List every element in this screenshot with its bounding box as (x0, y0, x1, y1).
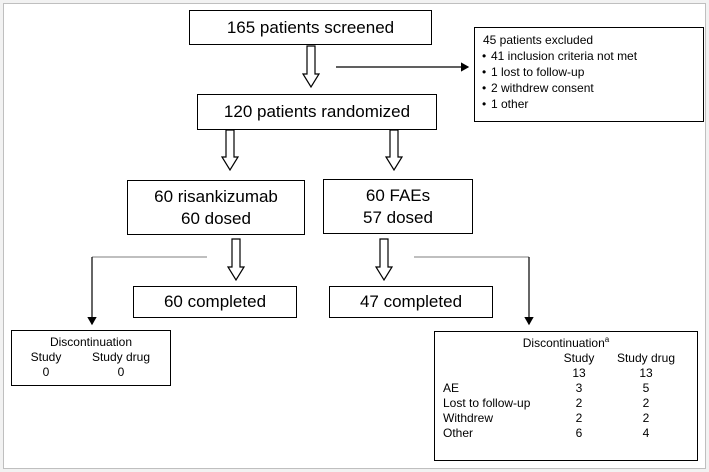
table-row: AE 3 5 (443, 381, 689, 396)
footnote-marker: a (604, 335, 610, 344)
row-study: 2 (575, 396, 583, 410)
row-study: 6 (575, 426, 583, 440)
arm2-name: 60 FAEs (365, 185, 431, 205)
disc-left-drug-value: 0 (117, 365, 125, 379)
arm2-completed-box: 47 completed (329, 286, 493, 318)
table-row: Lost to follow-up 2 2 (443, 396, 689, 411)
randomized-box: 120 patients randomized (197, 94, 437, 130)
excluded-title: 45 patients excluded (483, 33, 594, 47)
block-arrow-right-arm (384, 129, 404, 172)
right-discontinuation-box: Discontinuationa Study Study drug 13 13 … (434, 331, 698, 461)
exclusion-reason: 41 inclusion criteria not met (482, 48, 703, 64)
row-label: AE (443, 381, 460, 395)
excluded-box: 45 patients excluded 41 inclusion criter… (474, 27, 704, 122)
table-row: Withdrew 2 2 (443, 411, 689, 426)
block-arrow-screened (301, 45, 321, 89)
block-arrow-left-complete (226, 238, 246, 282)
arm1-name: 60 risankizumab (154, 186, 278, 206)
row-label: Lost to follow-up (443, 396, 531, 410)
exclusion-reason: 1 other (482, 96, 703, 112)
exclusion-reason: 2 withdrew consent (482, 80, 703, 96)
disc-right-total-study: 13 (572, 366, 586, 380)
screened-box: 165 patients screened (189, 10, 432, 45)
row-study: 3 (575, 381, 583, 395)
arm1-completed-label: 60 completed (163, 292, 267, 311)
risankizumab-arm-box: 60 risankizumab 60 dosed (127, 180, 305, 235)
disc-right-title: Discontinuation (522, 336, 605, 350)
block-arrow-left-arm (220, 129, 240, 172)
randomized-label: 120 patients randomized (223, 102, 411, 121)
screened-label: 165 patients screened (226, 17, 395, 37)
arm1-dosed: 60 dosed (181, 208, 251, 228)
disc-right-total-drug: 13 (639, 366, 653, 380)
disc-left-col-drug: Study drug (91, 350, 151, 364)
row-label: Withdrew (443, 411, 494, 425)
disc-left-title: Discontinuation (49, 335, 133, 349)
row-drug: 2 (642, 411, 650, 425)
arm2-dosed: 57 dosed (363, 207, 433, 227)
disc-left-study-value: 0 (42, 365, 50, 379)
disc-right-col-drug: Study drug (616, 351, 676, 365)
disc-right-heading: Discontinuationa (443, 336, 689, 351)
arm1-completed-box: 60 completed (133, 286, 297, 318)
exclusion-reason: 1 lost to follow-up (482, 64, 703, 80)
faes-arm-box: 60 FAEs 57 dosed (323, 179, 473, 234)
arm2-completed-label: 47 completed (359, 292, 463, 311)
row-drug: 4 (642, 426, 650, 440)
exclusion-reasons-list: 41 inclusion criteria not met 1 lost to … (482, 48, 703, 112)
left-discontinuation-box: Discontinuation Study Study drug 0 0 (11, 330, 171, 386)
disc-left-col-study: Study (30, 350, 62, 364)
row-drug: 5 (642, 381, 650, 395)
row-drug: 2 (642, 396, 650, 410)
row-study: 2 (575, 411, 583, 425)
disc-right-col-study: Study (563, 351, 595, 365)
table-row: Other 6 4 (443, 426, 689, 441)
row-label: Other (443, 426, 474, 440)
block-arrow-right-complete (374, 238, 394, 282)
